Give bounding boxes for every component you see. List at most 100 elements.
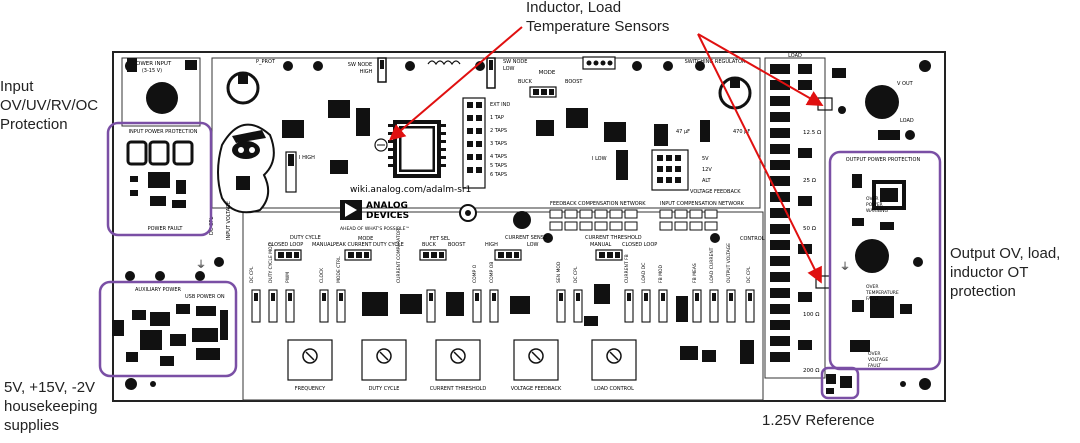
tap-label-1: 1 TAP [490,115,504,121]
svg-text:FREQUENCY: FREQUENCY [295,386,326,392]
voltage-feedback-label: VOLTAGE FEEDBACK [690,189,741,195]
svg-text:FB MOD: FB MOD [658,264,664,283]
peak-current-label: PEAK CURRENT [333,242,372,248]
svg-text:DUTY CYCLE: DUTY CYCLE [373,242,404,248]
svg-text:BOOST: BOOST [448,242,466,248]
svg-text:LOW: LOW [527,242,539,248]
power-input-jack [146,82,178,114]
vfb-5v-label: 5V [702,156,709,162]
sw-node-low-label: SW NODE [503,59,527,65]
over-voltage-fault-3: FAULT [868,363,881,369]
svg-text:COMP OB: COMP OB [489,262,495,283]
svg-text:⏚: ⏚ [196,259,206,271]
potentiometer-duty-cycle: DUTY CYCLE [361,339,407,392]
load-resistor-200: 200 Ω [803,368,819,374]
input-comp-label: INPUT COMPENSATION NETWORK [660,201,745,207]
cap-47-label: 47 μF [676,129,690,135]
load-resistor-bank [770,64,812,362]
jumper-row [251,289,755,323]
mounting-hole [900,381,906,387]
fet-sel-label: FET SEL [430,236,450,242]
svg-text:PWM: PWM [285,272,291,283]
auxiliary-power-label: AUXILIARY POWER [135,287,182,293]
duty-cycle-group-label: DUTY CYCLE [290,235,321,241]
tap-label-2: 2 TAPS [490,128,507,134]
svg-text:DEVICES: DEVICES [366,211,409,221]
inductor-temp-sensor [374,138,388,152]
svg-text:DC CPL: DC CPL [746,266,752,283]
svg-text:MANUAL: MANUAL [312,242,334,248]
over-power-warning-2: POWER [866,202,883,208]
svg-text:VOLTAGE FEEDBACK: VOLTAGE FEEDBACK [511,386,562,392]
input-protection-highlight [106,121,213,237]
svg-text:MODE: MODE [358,236,373,242]
boost-label: BOOST [565,79,583,85]
svg-text:MODE CTRL: MODE CTRL [336,256,342,283]
over-voltage-fault-1: OVER [868,351,881,357]
sw-node-high-label: SW NODE [348,62,372,68]
svg-text:SEN MOD: SEN MOD [556,261,562,283]
board-url: wiki.analog.com/adalm-sr1 [350,185,471,195]
svg-text:CLOCK: CLOCK [319,267,325,283]
mascot-illustration [217,123,275,214]
svg-text:DC CPL: DC CPL [249,266,255,283]
vfb-alt-label: ALT [702,178,712,184]
svg-text:CURRENT FB: CURRENT FB [624,254,630,283]
svg-text:AHEAD OF WHAT'S POSSIBLE™: AHEAD OF WHAT'S POSSIBLE™ [340,226,410,232]
callout-input-protection: Input OV/UV/RV/OC Protection [0,78,99,133]
mounting-hole [150,381,156,387]
svg-text:DC CPL: DC CPL [573,266,579,283]
svg-text:MANUAL: MANUAL [590,242,612,248]
callout-housekeeping: 5V, +15V, -2V housekeeping supplies [4,379,98,434]
svg-text:DUTY CYCLE: DUTY CYCLE [369,386,400,392]
potentiometer-current-threshold: CURRENT THRESHOLD [430,339,487,392]
over-power-warning-3: WARNING [866,208,888,214]
load-resistor-100: 100 Ω [803,312,819,318]
reference-highlight [820,366,860,400]
power-fault-label: POWER FAULT [148,226,184,232]
output-jack [855,239,889,273]
callout-output-protection: Output OV, load, inductor OT protection [950,245,1061,300]
i-low-label: I LOW [592,156,607,162]
housekeeping-highlight [98,280,238,378]
svg-text:CURRENT COMPARATOR: CURRENT COMPARATOR [396,229,402,283]
svg-text:ANALOG: ANALOG [366,201,408,211]
over-power-warning-1: OVER [866,196,879,202]
svg-text:LOAD CURRENT: LOAD CURRENT [709,247,715,283]
svg-text:CURRENT THRESHOLD: CURRENT THRESHOLD [430,386,487,392]
mounting-hole [919,378,931,390]
load-resistor-50: 50 Ω [803,226,816,232]
potentiometer-voltage-feedback: VOLTAGE FEEDBACK [511,339,562,392]
svg-text:COMP O: COMP O [472,264,478,283]
output-power-protection-label: OUTPUT POWER PROTECTION [846,157,921,163]
cap-470-label: 470 μF [733,129,750,135]
over-temp-fault-1: OVER [866,284,879,290]
v-out-jack [865,85,899,119]
tap-label-3: 3 TAPS [490,141,507,147]
power-input-range: (3-15 V) [142,68,162,74]
svg-text:LOAD CONTROL: LOAD CONTROL [594,386,634,392]
input-voltage-vertical: INPUT VOLTAGE [226,201,232,240]
input-power-protection-label: INPUT POWER PROTECTION [129,129,198,135]
arrow-to-inductor-sensor [388,26,523,141]
svg-text:⏚: ⏚ [840,261,850,273]
svg-text:OUTPUT VOLTAGE: OUTPUT VOLTAGE [726,243,732,283]
callout-reference: 1.25V Reference [762,412,875,429]
svg-text:CLOSED LOOP: CLOSED LOOP [622,242,657,248]
mounting-hole [125,378,137,390]
svg-text:DUTY CYCLE MOD: DUTY CYCLE MOD [268,242,274,283]
tap-label-4: 4 TAPS [490,154,507,160]
svg-text:LOW: LOW [503,66,515,72]
vertical-labels: DC CPL DUTY CYCLE MOD PWM CLOCK MODE CTR… [249,229,752,283]
vfb-12v-label: 12V [702,167,712,173]
control-label: CONTROL [740,236,765,242]
arrow-to-load-sensor-upper [697,33,824,106]
load-right-label: LOAD [900,118,914,124]
buck-label: BUCK [518,79,533,85]
svg-text:BUCK: BUCK [422,242,437,248]
potentiometer-frequency: FREQUENCY [287,339,333,392]
i-high-label: I HIGH [299,155,315,161]
inductor-symbol [427,60,461,66]
svg-text:HIGH: HIGH [360,69,373,75]
arrow-to-load-sensor-lower [697,33,822,284]
